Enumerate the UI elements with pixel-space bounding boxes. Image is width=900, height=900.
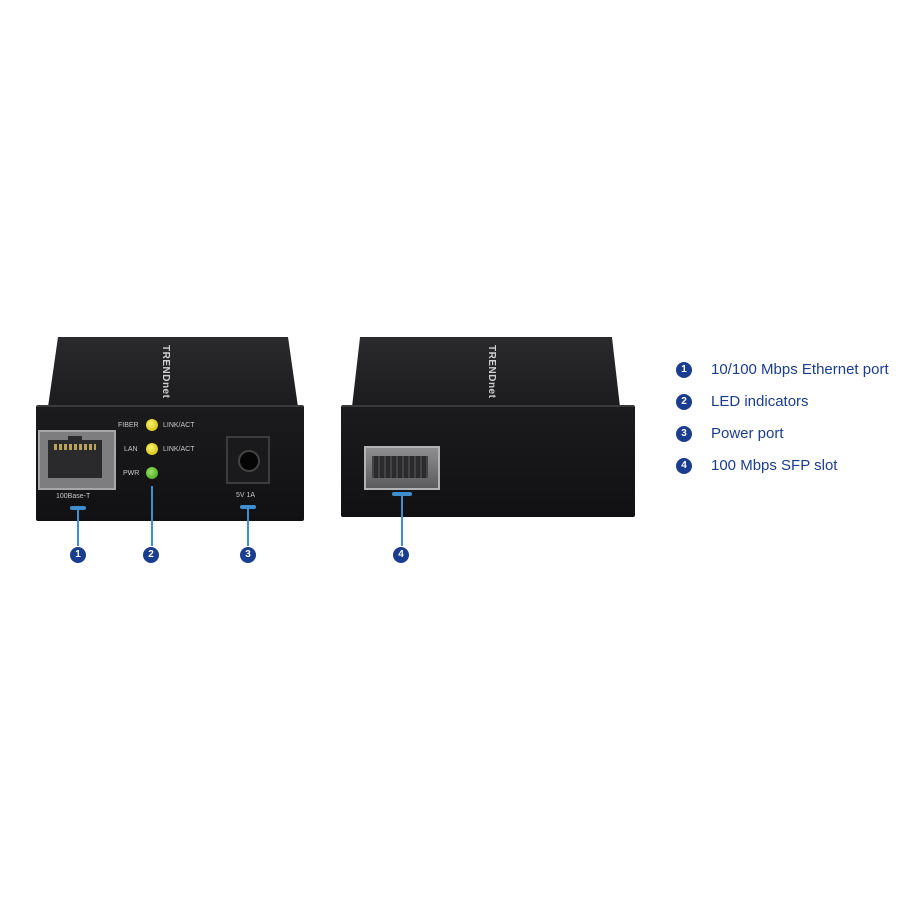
led-lan-label: LAN (124, 446, 138, 453)
legend-badge: 3 (676, 426, 692, 442)
device2-top-surface (352, 337, 620, 407)
sfp-slot (364, 446, 440, 490)
device2-brand-logo: TRENDnet (486, 345, 497, 399)
legend-badge: 2 (676, 394, 692, 410)
callout-badge-4: 4 (393, 547, 409, 563)
callout-badge-3: 3 (240, 547, 256, 563)
device1-brand-logo: TRENDnet (160, 345, 171, 399)
ethernet-port (38, 430, 116, 490)
ethernet-port-label: 100Base-T (56, 493, 91, 500)
led-fiber-indicator (146, 419, 158, 431)
callout-1-line (77, 508, 79, 546)
callout-badge-2: 2 (143, 547, 159, 563)
legend-badge: 4 (676, 458, 692, 474)
legend-badge: 1 (676, 362, 692, 378)
power-port-label: 5V 1A (236, 492, 256, 499)
callout-badge-1: 1 (70, 547, 86, 563)
led-pwr-label: PWR (123, 470, 140, 477)
callout-3-line (247, 507, 249, 546)
callout-2-line (151, 486, 153, 546)
led-fiber-label: FIBER (118, 422, 139, 429)
led-fiber-status-label: LINK/ACT (163, 422, 195, 429)
led-pwr-indicator (146, 467, 158, 479)
led-lan-status-label: LINK/ACT (163, 446, 195, 453)
legend-text: 10/100 Mbps Ethernet port (711, 361, 889, 378)
led-lan-indicator (146, 443, 158, 455)
legend-text: 100 Mbps SFP slot (711, 457, 838, 474)
legend-text: LED indicators (711, 393, 809, 410)
power-port (226, 436, 270, 484)
callout-4-line (401, 494, 403, 546)
device1-top-surface (48, 337, 298, 407)
legend-text: Power port (711, 425, 784, 442)
